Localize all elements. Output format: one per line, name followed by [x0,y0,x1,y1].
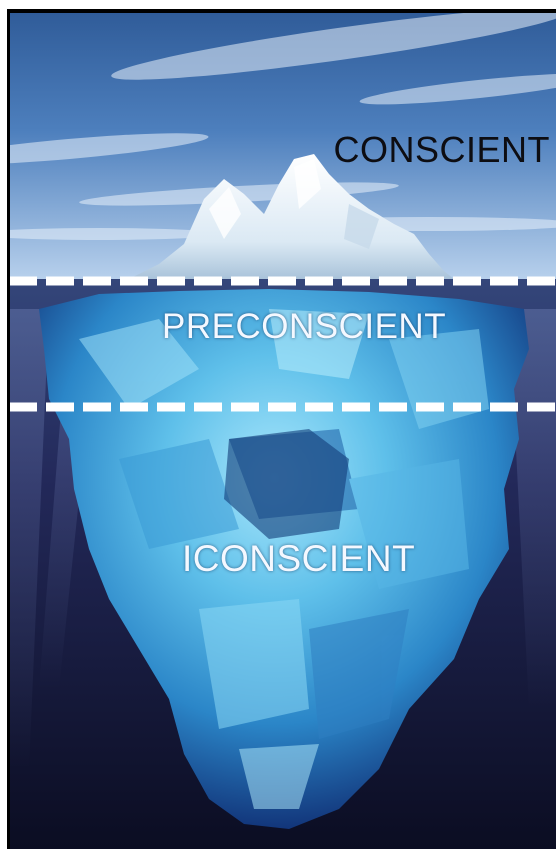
iceberg-diagram: CONSCIENT PRECONSCIENT ICONSCIENT [9,9,556,849]
frame-top-border [9,9,556,13]
label-preconscient: PRECONSCIENT [162,307,447,346]
label-conscient: CONSCIENT [333,129,550,170]
frame-left-border [7,9,10,849]
label-iconscient: ICONSCIENT [182,538,416,579]
iceberg-icon [9,9,556,849]
